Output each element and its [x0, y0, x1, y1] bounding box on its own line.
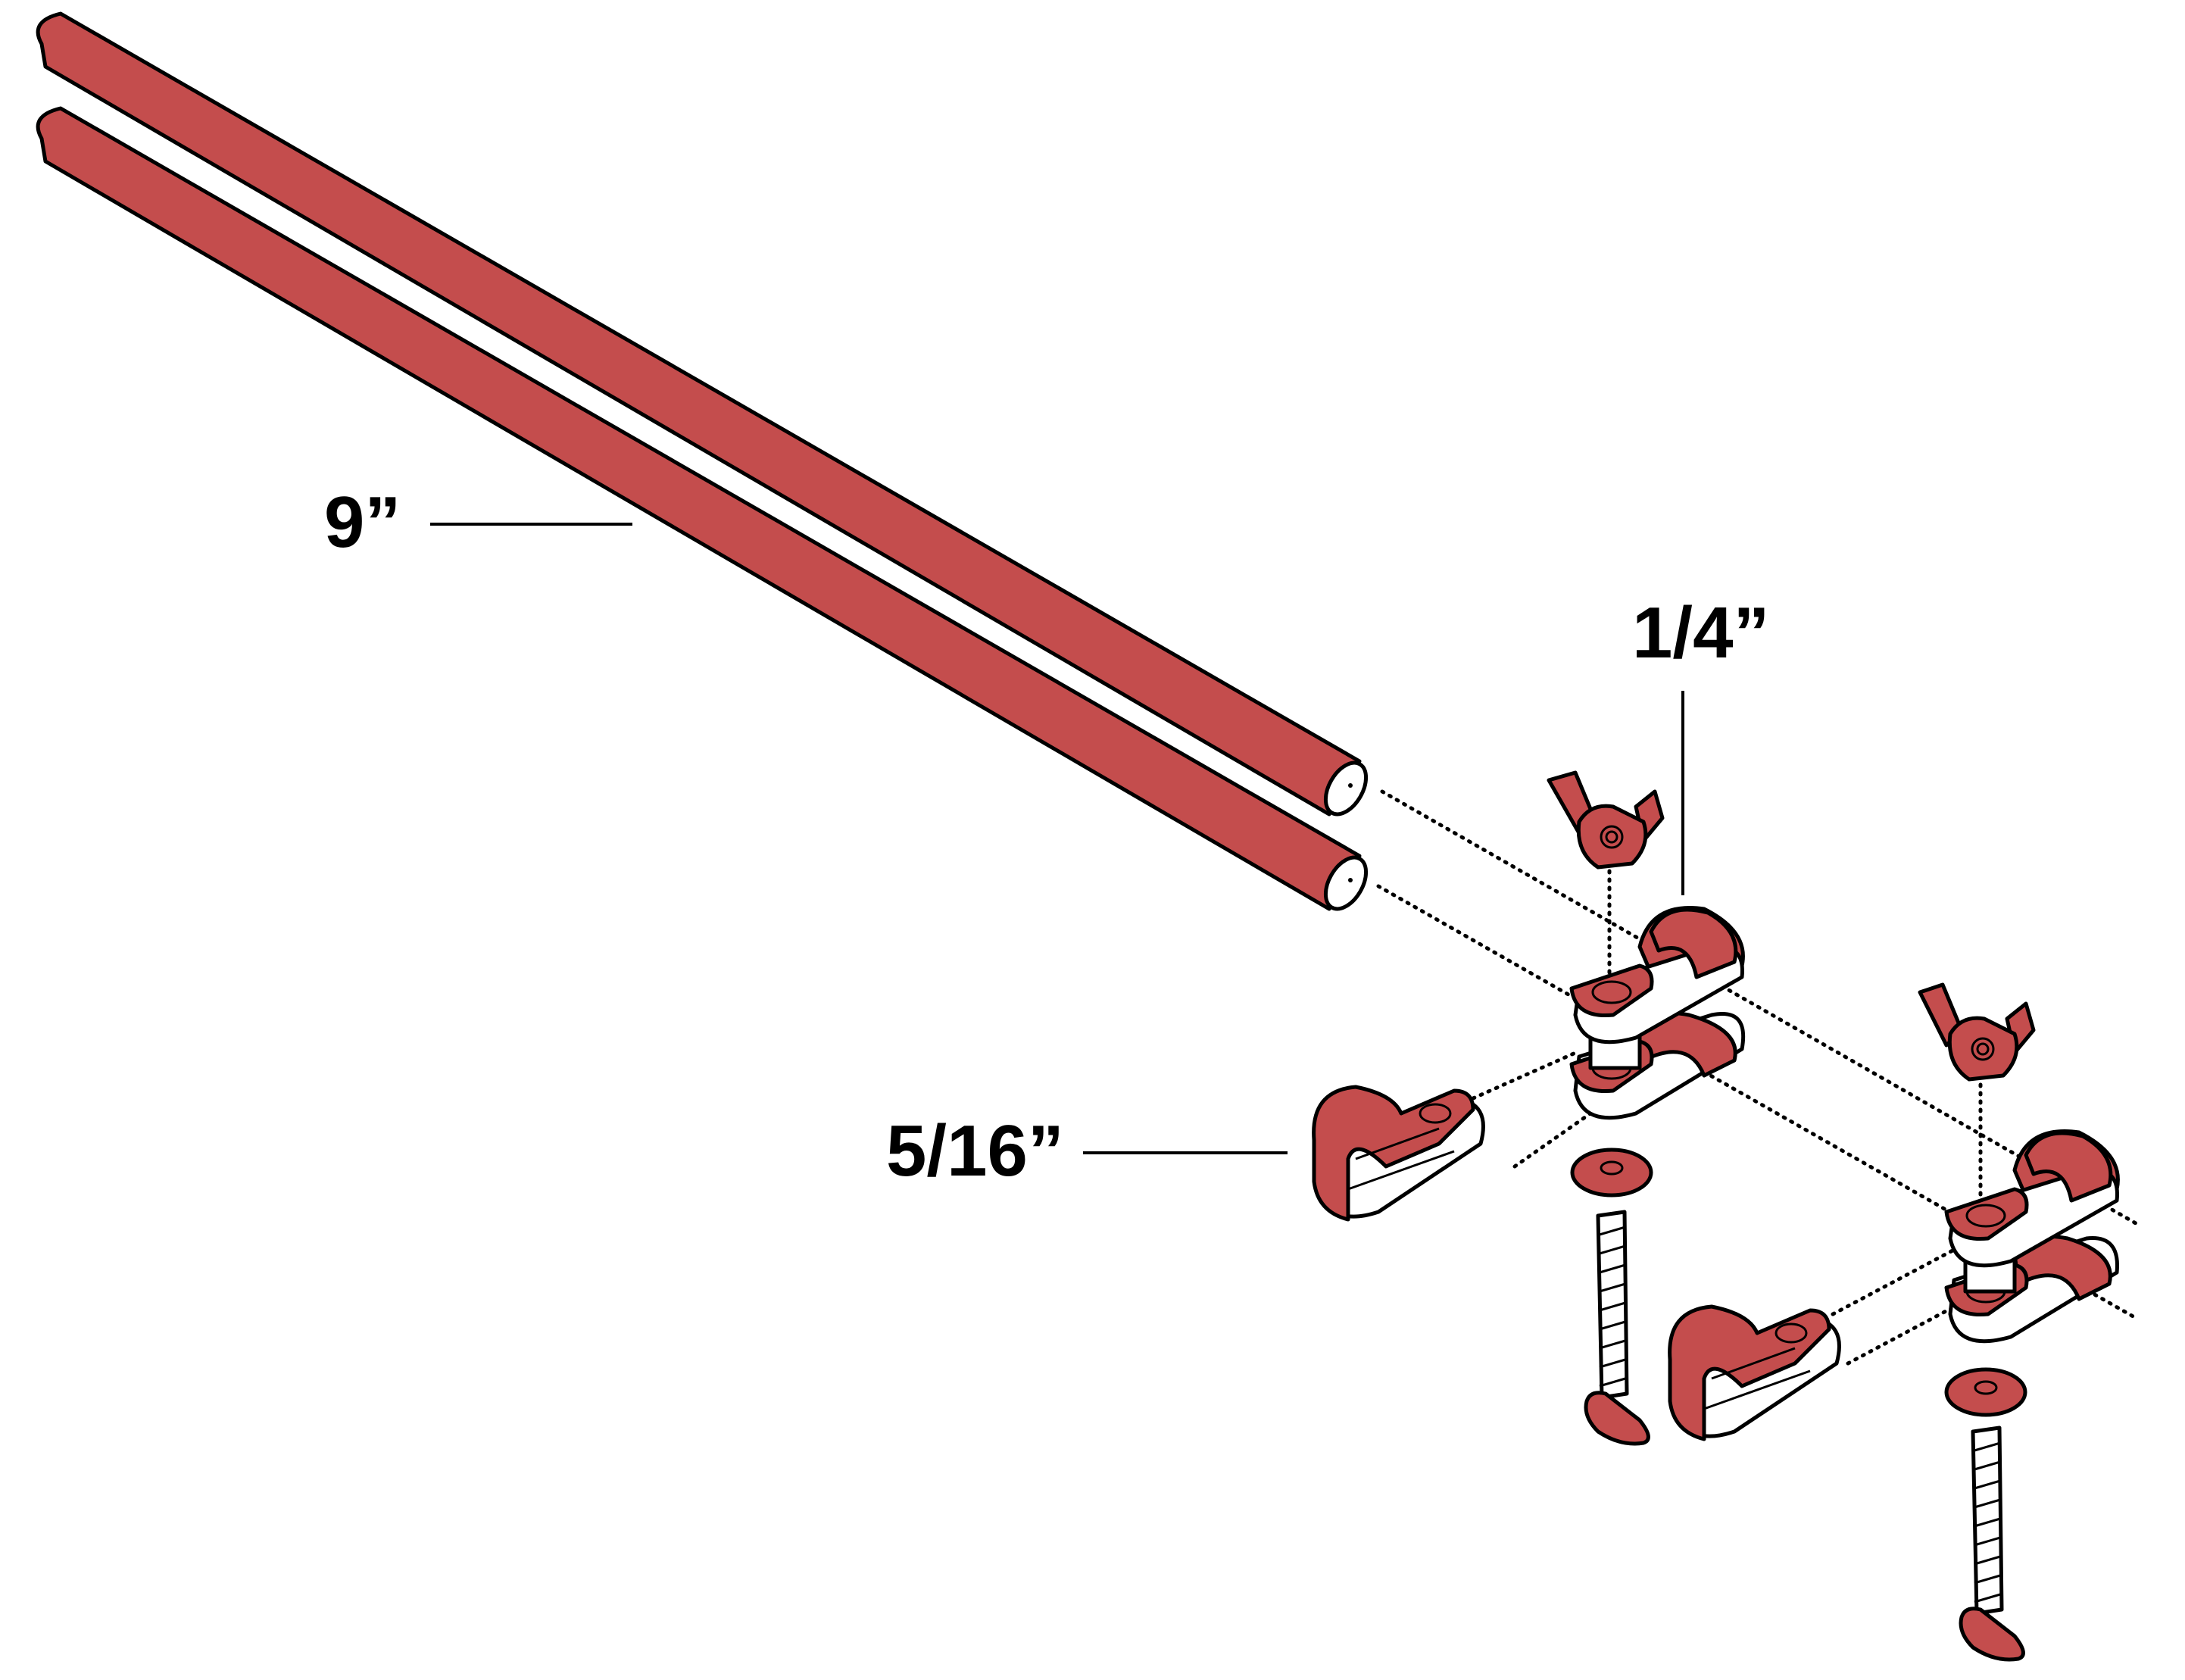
washer-icon — [1570, 1148, 1653, 1198]
cable-clamp-icon — [1944, 1129, 2120, 1344]
dowel-rod-icon — [36, 11, 1362, 817]
rod-lower: dowel-rod-icon — [36, 106, 1369, 911]
dowel-rod-icon — [36, 106, 1362, 911]
rod-upper-end-icon — [1323, 760, 1369, 817]
cable-clamp-icon — [1668, 1304, 1841, 1441]
guide-line-side-clamp-2a — [1831, 1248, 1956, 1316]
guide-line-side-clamp-2b — [1846, 1301, 1964, 1366]
guide-line-upper-rod — [1380, 789, 2138, 1226]
thumb-screw-bolt-icon — [1584, 1210, 1650, 1446]
cable-clamp-icon — [1312, 1085, 1485, 1222]
guide-line-side-clamp-1a — [1471, 1051, 1578, 1101]
side-clamp-size-label: 5/16” — [886, 1110, 1064, 1191]
wing-nut-icon — [1547, 770, 1665, 870]
rod-length-callout: 9” — [324, 482, 632, 563]
top-clamp-size-callout: 1/4” — [1632, 592, 1769, 895]
rod-length-label: 9” — [324, 482, 401, 563]
top-clamp-size-label: 1/4” — [1632, 592, 1769, 673]
assembly-2 — [1668, 982, 2120, 1662]
rod-upper: dowel-rod-icon — [36, 11, 1369, 817]
side-clamp-size-callout: 5/16” — [886, 1110, 1288, 1191]
thumb-screw-bolt-icon — [1959, 1426, 2025, 1662]
washer-icon — [1944, 1367, 2027, 1417]
assembly-1 — [1312, 770, 1746, 1446]
wing-nut-icon — [1918, 982, 2036, 1082]
rod-lower-end-icon — [1323, 855, 1369, 911]
guide-line-side-clamp-1b — [1512, 1111, 1593, 1169]
cable-clamp-icon — [1569, 906, 1746, 1120]
